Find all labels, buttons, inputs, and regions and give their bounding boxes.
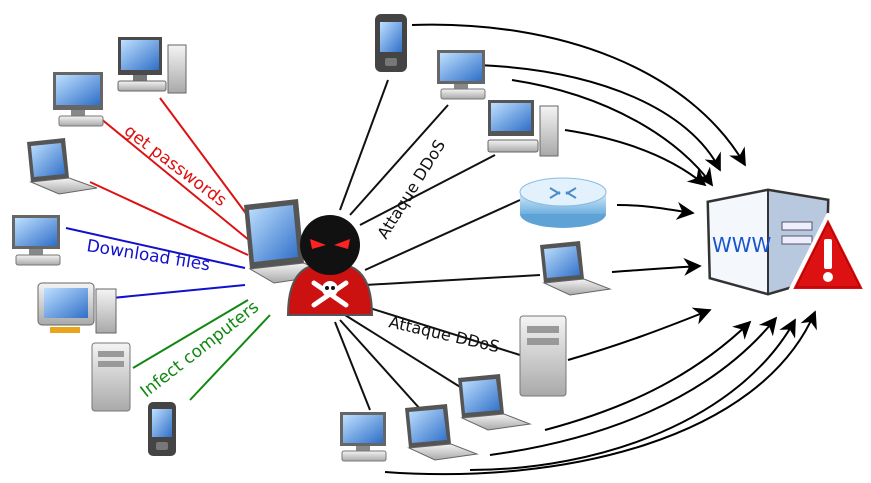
hacker-icon bbox=[286, 215, 374, 316]
router-icon bbox=[519, 177, 607, 228]
ddos-command-lines bbox=[334, 79, 541, 421]
www-label: WWW bbox=[712, 233, 772, 257]
download-lines bbox=[65, 227, 246, 299]
desktop-icon bbox=[117, 37, 187, 94]
laptop-icon bbox=[27, 138, 98, 195]
download-files-label: Download files bbox=[85, 236, 211, 275]
tower-icon bbox=[91, 342, 131, 412]
crossbones-icon bbox=[311, 280, 349, 308]
get-passwords-label: get passwords bbox=[120, 121, 230, 211]
pda-icon bbox=[148, 402, 176, 456]
laptop-icon bbox=[458, 374, 532, 431]
ddos-arrows bbox=[384, 23, 817, 476]
desktop-icon bbox=[53, 72, 104, 127]
ddos-bottom-label: Attaque DDoS bbox=[387, 312, 501, 356]
warning-icon bbox=[788, 213, 868, 293]
tower-icon bbox=[519, 315, 567, 397]
desktop-icon bbox=[437, 50, 486, 100]
web-server-icon: WWW bbox=[706, 188, 830, 296]
desktop-icon bbox=[37, 282, 117, 334]
laptop-icon bbox=[540, 241, 612, 296]
hacker-laptop-icon bbox=[244, 199, 330, 284]
infect-computers-label: Infect computers bbox=[137, 297, 263, 402]
desktop-icon bbox=[12, 215, 61, 266]
pda-icon bbox=[375, 14, 407, 72]
infect-lines bbox=[132, 299, 271, 401]
desktop-icon bbox=[487, 100, 559, 157]
ddos-top-label: Attaque DDoS bbox=[373, 136, 449, 242]
laptop-icon bbox=[405, 404, 479, 461]
desktop-icon bbox=[340, 412, 387, 462]
